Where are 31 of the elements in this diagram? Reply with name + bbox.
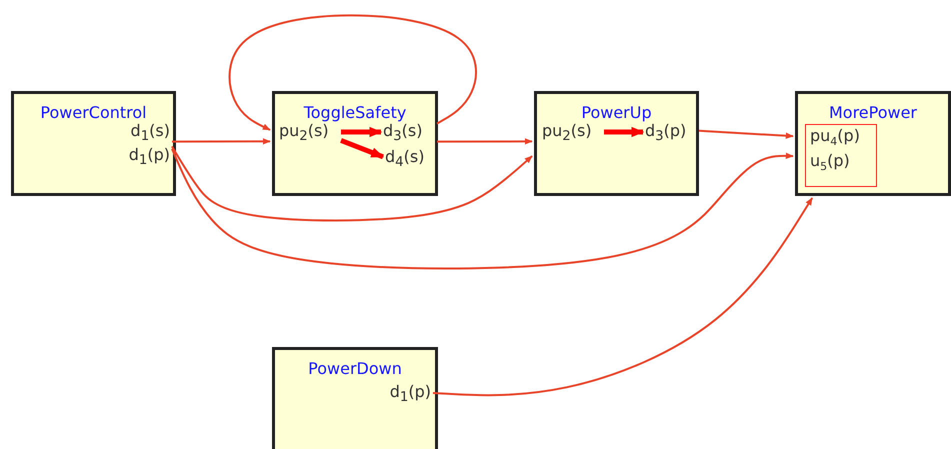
signal-label: d$_{1}$(s)	[112, 120, 170, 144]
signal-label: d$_{1}$(p)	[112, 144, 170, 168]
highlight-frame	[805, 124, 877, 187]
module-box	[795, 91, 951, 196]
arrow	[340, 138, 384, 160]
arrow	[228, 14, 477, 131]
module-name: MorePower	[828, 103, 918, 122]
module-name: PowerControl	[39, 103, 148, 122]
module-name: PowerUp	[580, 103, 653, 122]
arrow	[604, 126, 644, 138]
arrow	[171, 146, 533, 222]
signal-label: pu$_{4}$(p)	[810, 126, 860, 150]
signal-label: u$_{5}$(p)	[810, 151, 850, 176]
signal-label: d$_{1}$(p)	[375, 381, 431, 405]
signal-label: pu$_{2}$(s)	[542, 120, 602, 144]
arrow	[432, 197, 813, 396]
module-name: PowerDown	[307, 359, 403, 378]
module-box	[272, 347, 438, 449]
signal-label: d$_{4}$(s)	[385, 146, 437, 170]
arrow	[172, 138, 271, 145]
arrow	[437, 138, 533, 145]
module-box	[11, 91, 176, 196]
signal-label: d$_{3}$(s)	[383, 120, 435, 144]
module-name: ToggleSafety	[302, 103, 408, 122]
arrow	[341, 126, 382, 138]
arrow	[171, 148, 794, 270]
module-box	[272, 91, 438, 196]
module-box	[534, 91, 699, 196]
signal-label: d$_{3}$(p)	[645, 120, 697, 144]
signal-label: pu$_{2}$(s)	[279, 120, 339, 144]
arrow	[698, 130, 794, 139]
